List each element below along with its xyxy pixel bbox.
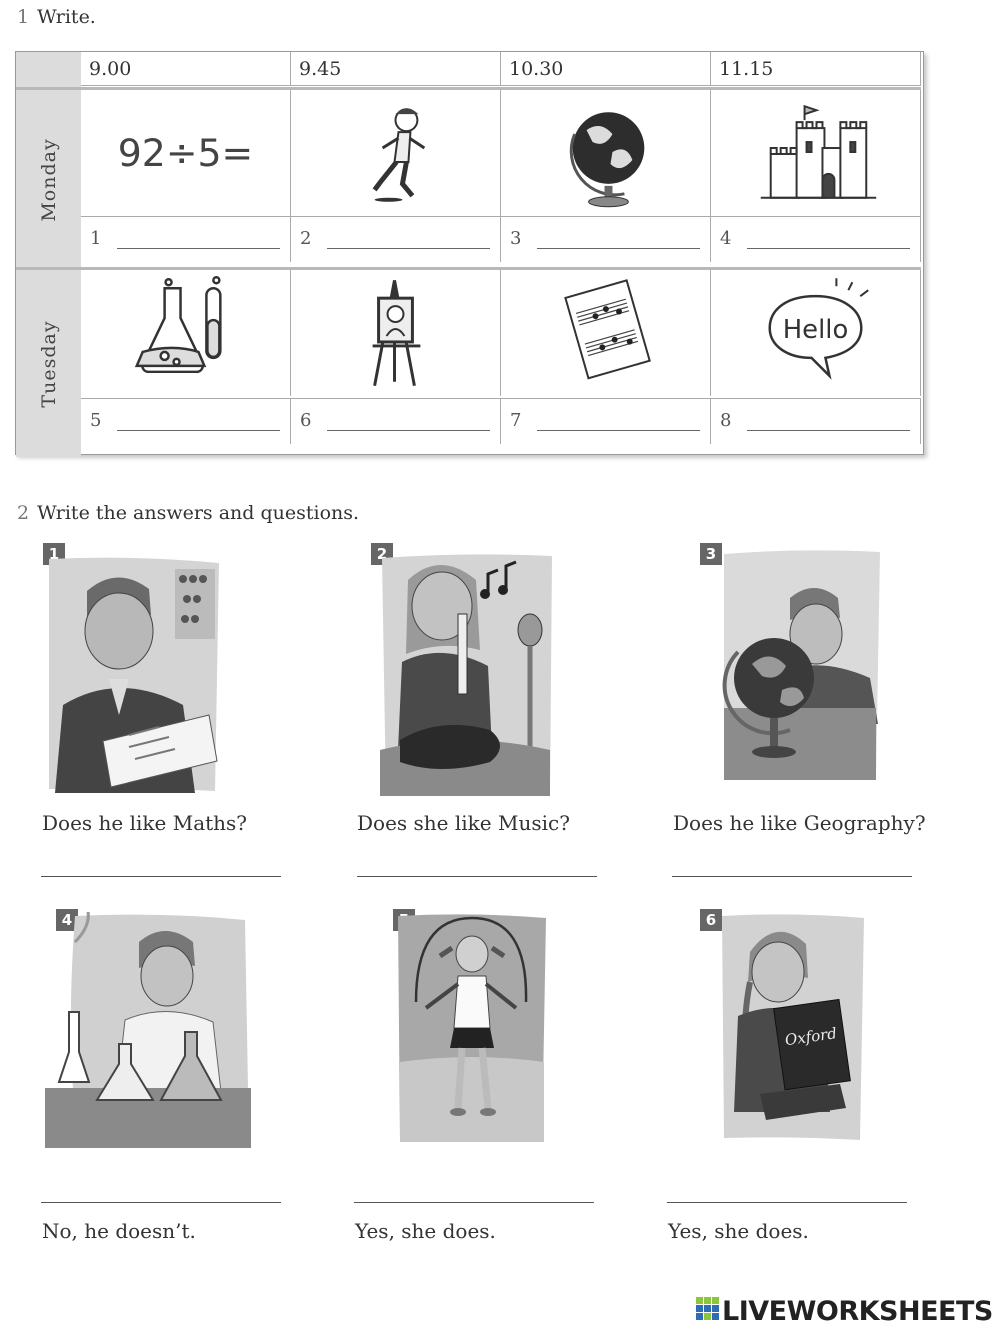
girl-skipping-rope-icon (396, 912, 548, 1144)
castle-icon (711, 90, 921, 216)
answer-line (327, 248, 490, 249)
item-number: 3 (510, 228, 522, 249)
exercise-number: 2 (17, 502, 30, 524)
item-badge: 3 (700, 543, 722, 565)
boy-doing-maths-icon (45, 555, 223, 793)
answer-line (117, 248, 280, 249)
logo-mark-icon (696, 1297, 719, 1320)
time-header: 9.00 (81, 52, 291, 86)
liveworksheets-logo: LIVEWORKSHEETS (696, 1296, 993, 1328)
answer-line[interactable] (357, 876, 597, 877)
time-header-row: 9.00 9.45 10.30 11.15 (81, 52, 921, 88)
answer-slot[interactable]: 5 (81, 398, 291, 444)
day-label-monday: Monday (16, 87, 81, 270)
globe-icon (501, 90, 711, 216)
item-number: 1 (90, 228, 102, 249)
easel-painting-icon (291, 270, 501, 396)
day-name: Monday (37, 138, 60, 222)
answer-slot[interactable]: 1 (81, 216, 291, 262)
item-number: 6 (300, 410, 312, 431)
exercise-2-heading: 2 Write the answers and questions. (17, 502, 359, 524)
item-number: 4 (720, 228, 732, 249)
girl-reading-dictionary-icon: Oxford (720, 912, 866, 1142)
item-badge: 4 (56, 909, 78, 931)
answer-line[interactable] (672, 876, 912, 877)
question-text: Does he like Maths? (42, 811, 248, 835)
answer-slot[interactable]: 3 (501, 216, 711, 262)
answer-text: Yes, she does. (668, 1219, 809, 1243)
division-sum-icon: 92÷5= (81, 90, 291, 216)
boy-with-globe-icon (720, 548, 884, 782)
answer-line[interactable] (354, 1202, 594, 1203)
day-name: Tuesday (37, 319, 60, 408)
answer-line (117, 430, 280, 431)
answer-slot[interactable]: 8 (711, 398, 921, 444)
answer-text: No, he doesn’t. (42, 1219, 196, 1243)
speech-bubble-icon: Hello (711, 270, 921, 396)
speech-text: Hello (783, 315, 849, 345)
answer-line[interactable] (41, 1202, 281, 1203)
sheet-music-icon (501, 270, 711, 396)
exercise-number: 1 (17, 6, 30, 28)
answer-slot[interactable]: 6 (291, 398, 501, 444)
answer-line (537, 430, 700, 431)
time-header: 9.45 (291, 52, 501, 86)
item-number: 5 (90, 410, 102, 431)
monday-answer-row: 1 2 3 4 (81, 216, 921, 262)
question-text: Does he like Geography? (673, 811, 926, 835)
girl-playing-recorder-icon (380, 550, 556, 798)
tuesday-answer-row: 5 6 7 8 (81, 398, 921, 444)
timetable-corner (16, 52, 81, 89)
answer-line (327, 430, 490, 431)
running-boy-icon (291, 90, 501, 216)
exercise-title: Write. (37, 6, 96, 28)
day-label-tuesday: Tuesday (16, 267, 81, 457)
answer-slot[interactable]: 7 (501, 398, 711, 444)
item-badge: 6 (700, 909, 722, 931)
item-number: 8 (720, 410, 732, 431)
answer-line (747, 430, 910, 431)
exercise-title: Write the answers and questions. (37, 502, 360, 524)
answer-slot[interactable]: 2 (291, 216, 501, 262)
tuesday-picture-row: Hello (81, 267, 921, 396)
sum-text: 92÷5= (118, 131, 253, 175)
answer-line (537, 248, 700, 249)
brand-name: LIVEWORKSHEETS (722, 1296, 993, 1327)
answer-line (747, 248, 910, 249)
answer-line[interactable] (41, 876, 281, 877)
answer-text: Yes, she does. (355, 1219, 496, 1243)
timetable: 9.00 9.45 10.30 11.15 Monday 92÷5= (15, 51, 924, 457)
item-number: 7 (510, 410, 522, 431)
exercise-1-heading: 1 Write. (17, 6, 96, 28)
lab-flask-icon (81, 270, 291, 396)
time-header: 11.15 (711, 52, 921, 86)
boy-science-lab-icon (45, 912, 251, 1148)
time-header: 10.30 (501, 52, 711, 86)
monday-picture-row: 92÷5= (81, 87, 921, 216)
answer-slot[interactable]: 4 (711, 216, 921, 262)
answer-line[interactable] (667, 1202, 907, 1203)
question-text: Does she like Music? (357, 811, 570, 835)
item-number: 2 (300, 228, 312, 249)
